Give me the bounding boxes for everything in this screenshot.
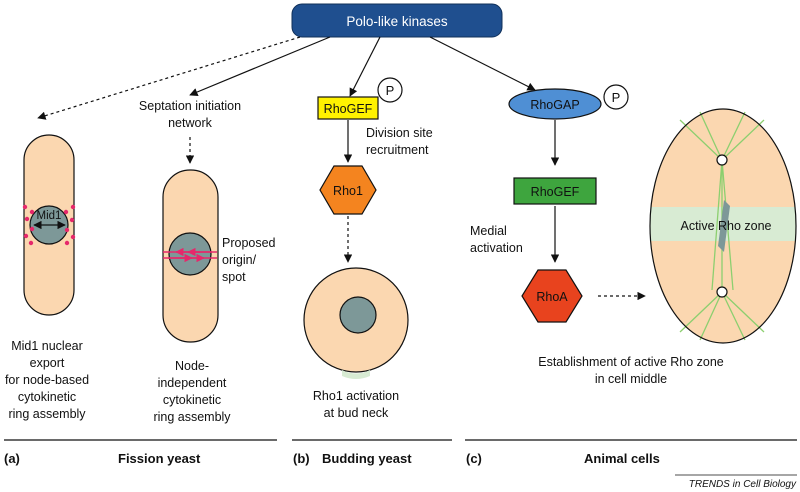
- polo-like-kinases-label: Polo-like kinases: [346, 14, 448, 29]
- budding-cell: [303, 267, 409, 379]
- spot-label-line2: origin/: [222, 253, 257, 267]
- rhoa-label: RhoA: [536, 290, 568, 304]
- rho1-node: Rho1: [319, 165, 377, 215]
- mid1-caption-line1: Mid1 nuclear: [11, 339, 83, 353]
- centrosome-top: [716, 154, 728, 166]
- mid1-caption-line5: ring assembly: [8, 407, 86, 421]
- panel-c-letter: (c): [466, 451, 482, 466]
- spot-label: Proposed origin/ spot: [222, 236, 276, 284]
- budding-p-label: P: [386, 83, 395, 98]
- midbody: [718, 200, 730, 252]
- bud-neck-zone: [342, 370, 370, 379]
- journal-credit: TRENDS in Cell Biology: [689, 479, 797, 490]
- animal-p-label: P: [612, 90, 621, 105]
- animal-caption: Establishment of active Rho zone in cell…: [538, 355, 724, 386]
- mid1-label: Mid1: [37, 210, 62, 222]
- spot-label-line3: spot: [222, 270, 246, 284]
- panel-c-title: Animal cells: [584, 451, 660, 466]
- mid1-dots: [22, 204, 76, 246]
- panel-b-title: Budding yeast: [322, 451, 412, 466]
- centrosome-bottom: [716, 286, 728, 298]
- sin-label-line1: Septation initiation: [139, 99, 241, 113]
- node-ind-caption-line4: ring assembly: [153, 410, 231, 424]
- spot-label-line1: Proposed: [222, 236, 276, 250]
- fission-cell-sin: [162, 169, 219, 343]
- recruit-label-line1: Division site: [366, 126, 433, 140]
- panel-a-title: Fission yeast: [118, 451, 201, 466]
- animal-rhogef-node: RhoGEF: [513, 177, 597, 205]
- budding-caption-line1: Rho1 activation: [313, 389, 399, 403]
- budding-rhogef-label: RhoGEF: [324, 102, 373, 116]
- fission-cell-mid1: Mid1: [22, 134, 76, 316]
- animal-caption-line2: in cell middle: [595, 372, 667, 386]
- budding-phospho-badge: P: [377, 77, 403, 103]
- nucleus: [339, 296, 377, 334]
- node-ind-caption-line3: cytokinetic: [163, 393, 221, 407]
- rhoa-node: RhoA: [521, 269, 583, 323]
- animal-caption-line1: Establishment of active Rho zone: [538, 355, 724, 369]
- mid1-caption: Mid1 nuclear export for node-based cytok…: [5, 339, 89, 421]
- medial-label-line1: Medial: [470, 224, 507, 238]
- rho1-label: Rho1: [333, 184, 363, 198]
- polo-like-kinases-node: Polo-like kinases: [291, 3, 503, 38]
- node-ind-caption-line2: independent: [158, 376, 227, 390]
- recruitment-label: Division site recruitment: [366, 126, 433, 157]
- animal-rhogef-label: RhoGEF: [531, 185, 580, 199]
- recruit-label-line2: recruitment: [366, 143, 429, 157]
- medial-label-line2: activation: [470, 241, 523, 255]
- sin-label: Septation initiation network: [139, 99, 241, 130]
- mid1-caption-line4: cytokinetic: [18, 390, 76, 404]
- ring-arrows: [163, 247, 217, 263]
- active-rho-zone-label: Active Rho zone: [680, 219, 771, 233]
- panel-a-letter: (a): [4, 451, 20, 466]
- sin-label-line2: network: [168, 116, 213, 130]
- arrow-to-mid1: [37, 36, 301, 120]
- nucleus: [168, 232, 212, 276]
- arrow-to-rhogap: [429, 36, 536, 91]
- budding-caption-line2: at bud neck: [324, 406, 389, 420]
- budding-rhogef-node: RhoGEF: [317, 96, 379, 120]
- budding-caption: Rho1 activation at bud neck: [313, 389, 399, 420]
- rhogap-label: RhoGAP: [530, 98, 579, 112]
- mid1-caption-line3: for node-based: [5, 373, 89, 387]
- node-ind-caption-line1: Node-: [175, 359, 209, 373]
- mid1-caption-line2: export: [30, 356, 65, 370]
- node-independent-caption: Node- independent cytokinetic ring assem…: [153, 359, 231, 424]
- arrow-to-rhogef-budding: [349, 36, 381, 97]
- arrow-to-sin: [189, 36, 331, 96]
- animal-phospho-badge: P: [603, 84, 629, 110]
- panel-b-letter: (b): [293, 451, 310, 466]
- animal-cell: [649, 108, 797, 344]
- rhogap-node: RhoGAP: [508, 88, 602, 120]
- medial-label: Medial activation: [470, 224, 523, 255]
